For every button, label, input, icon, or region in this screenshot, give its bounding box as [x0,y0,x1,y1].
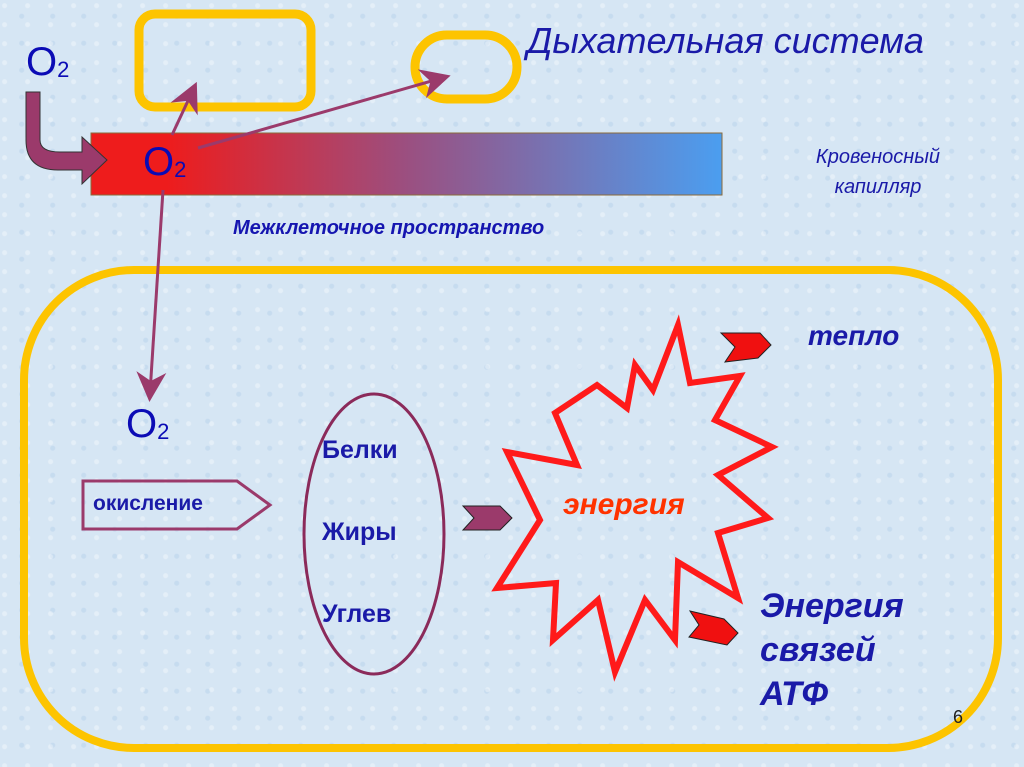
atp-energy-label: Энергия связей АТФ [760,584,904,716]
atp-line-2: связей [760,631,876,669]
alveolus-oval [410,30,522,104]
heat-label: тепло [808,320,900,351]
nutrient-carbs: Углев [322,600,392,628]
nutrient-fats: Жиры [322,518,397,546]
atp-line-1: Энергия [760,587,904,625]
cell-outline [20,266,1002,752]
o2-in-cell: O2 [126,402,169,447]
slide-title: Дыхательная система [527,20,924,61]
arrow-to-oval [197,69,451,150]
energy-label: энергия [563,488,685,521]
curved-inflow-arrow [25,91,108,186]
o2-subscript: 2 [57,57,70,82]
page-number: 6 [953,707,964,727]
atp-arrow-icon [688,610,739,646]
intercellular-label: Межклеточное пространство [233,217,545,239]
energy-starburst [491,314,779,682]
o2-subscript: 2 [174,157,187,182]
arrow-to-cell [136,189,167,402]
o2-inhaled: O2 [26,40,69,85]
blood-capillary [90,132,723,196]
o2-symbol: O [26,40,58,84]
arrow-to-alveolus [170,81,198,136]
atp-line-3: АТФ [760,675,828,713]
o2-subscript: 2 [157,419,170,444]
o2-symbol: O [143,140,175,184]
capillary-label: Кровеносный капилляр [815,146,941,198]
oxidation-box [81,479,273,531]
nutrient-proteins: Белки [322,436,398,464]
nutrients-ellipse [302,392,446,676]
o2-in-capillary: O2 [143,140,186,185]
oxidation-label: окисление [93,492,203,515]
chevron-arrow-icon [461,505,513,531]
alveolus-box [134,9,316,112]
heat-arrow-icon [719,332,772,363]
o2-symbol: O [126,402,158,446]
